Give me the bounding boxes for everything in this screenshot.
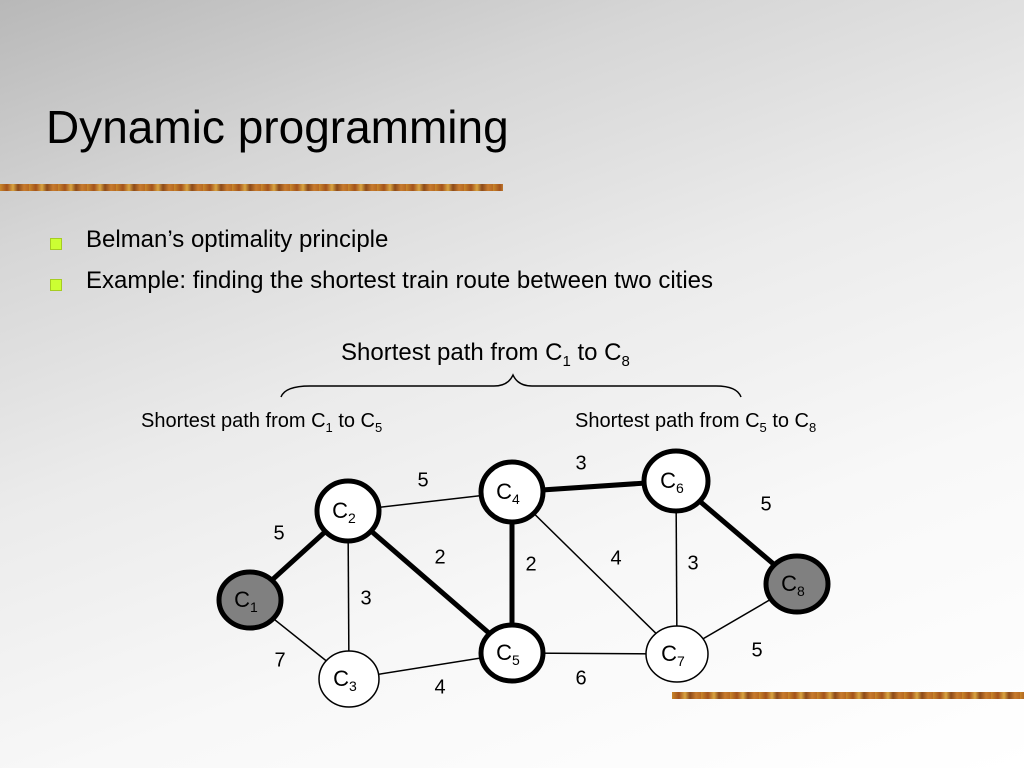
- footer-divider: [672, 692, 1024, 699]
- node-circle: [216, 569, 284, 631]
- node-label: C7: [661, 641, 685, 669]
- edge-weight-label: 4: [610, 547, 621, 569]
- node-c6: C6: [641, 448, 711, 514]
- edge-weight-label: 3: [575, 452, 586, 474]
- node-label: C2: [332, 498, 356, 526]
- overall-path-label: Shortest path from C1 to C8: [341, 339, 630, 370]
- node-c3: C3: [318, 650, 380, 708]
- node-c5: C5: [478, 622, 546, 684]
- edge-weight-label: 3: [360, 587, 371, 609]
- node-c7: C7: [645, 625, 709, 683]
- edge-weight-label: 4: [434, 676, 445, 698]
- edge-c2-c5: [346, 509, 514, 655]
- bullet-item: Belman’s optimality principle: [48, 226, 713, 267]
- node-circle: [763, 553, 831, 615]
- node-label: C3: [333, 666, 357, 694]
- edge-weight-label: 5: [273, 522, 284, 544]
- edge-weight-label: 2: [434, 546, 445, 568]
- node-circle: [478, 622, 546, 684]
- bullet-item: Example: finding the shortest train rout…: [48, 267, 713, 308]
- node-circle: [641, 448, 711, 514]
- square-bullet-icon: [50, 238, 62, 250]
- edge-c4-c7: [511, 491, 678, 655]
- node-circle: [318, 650, 380, 708]
- bullet-text: Belman’s optimality principle: [86, 226, 389, 253]
- edge-weight-label: 2: [525, 553, 536, 575]
- node-label: C6: [660, 468, 684, 496]
- title-divider: [0, 184, 503, 191]
- edge-weight-label: 5: [417, 469, 428, 491]
- node-label: C5: [496, 640, 520, 668]
- edge-weight-label: 3: [687, 552, 698, 574]
- bullet-text: Example: finding the shortest train rout…: [86, 267, 713, 294]
- edge-weight-label: 6: [575, 667, 586, 689]
- node-c8: C8: [763, 553, 831, 615]
- path-brace: [280, 373, 742, 398]
- node-label: C8: [781, 571, 805, 599]
- node-c1: C1: [216, 569, 284, 631]
- node-circle: [645, 625, 709, 683]
- node-circle: [314, 478, 382, 544]
- node-circle: [478, 459, 546, 525]
- node-c2: C2: [314, 478, 382, 544]
- left-path-label: Shortest path from C1 to C5: [141, 410, 382, 435]
- edge-weight-label: 7: [274, 649, 285, 671]
- node-label: C1: [234, 587, 258, 615]
- edge-weight-label: 5: [760, 493, 771, 515]
- slide-title: Dynamic programming: [46, 101, 509, 153]
- bullet-list: Belman’s optimality principle Example: f…: [48, 226, 713, 308]
- edge-weight-label: 5: [751, 639, 762, 661]
- edge-weights: 5 7 3 5 2 4 2 3 4 6 3 5 5: [273, 452, 771, 698]
- right-path-label: Shortest path from C5 to C8: [575, 410, 816, 435]
- node-c4: C4: [478, 459, 546, 525]
- square-bullet-icon: [50, 279, 62, 291]
- node-label: C4: [496, 479, 520, 507]
